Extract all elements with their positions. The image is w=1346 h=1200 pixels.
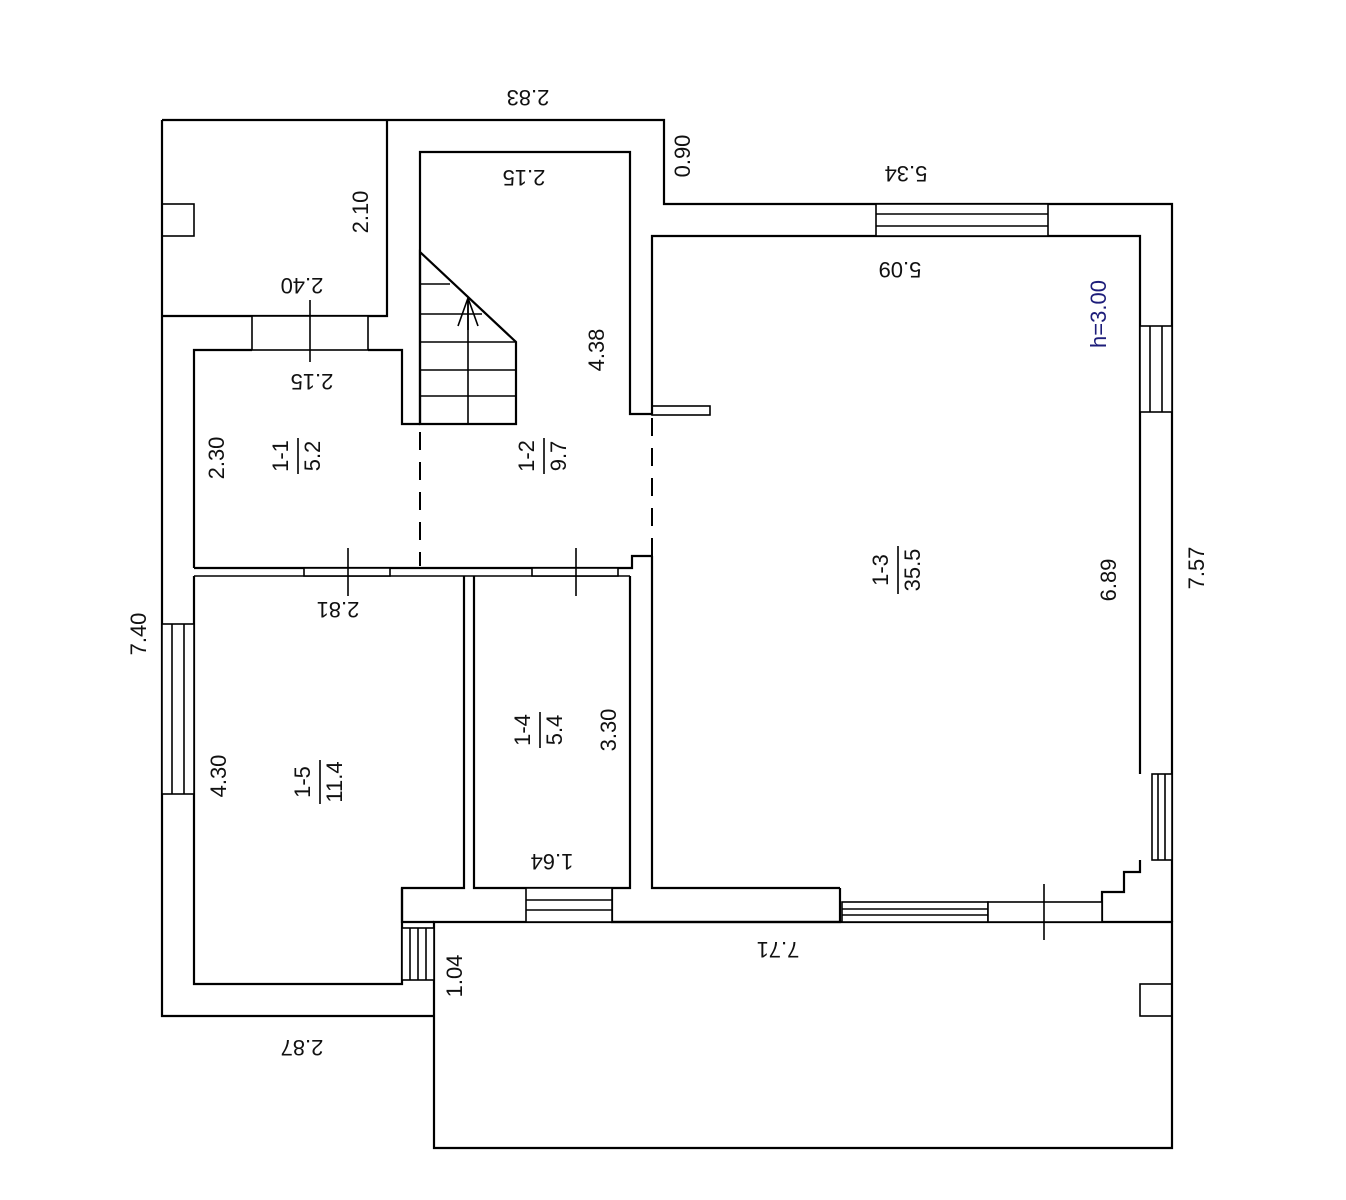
dim-main-inner-height: 6.89	[1096, 559, 1121, 602]
dim-small-room-width: 2.40	[281, 273, 324, 298]
window-right-upper	[1139, 325, 1173, 413]
room-id: 1-1	[268, 440, 293, 472]
room-label-1-5: 1-5 11.4	[290, 760, 347, 804]
dim-hall-height: 2.30	[204, 437, 229, 480]
window-corridor	[401, 927, 435, 981]
mid-horizontal-wall	[194, 554, 652, 570]
outer-wall-top-left	[162, 118, 1174, 922]
open-boundaries	[419, 418, 653, 566]
hall-wall	[192, 348, 420, 568]
dim-main-top-inner: 5.09	[879, 257, 922, 282]
room-id: 1-3	[868, 554, 893, 586]
small-room-wall	[162, 120, 389, 318]
dim-room5-top: 2.81	[317, 597, 360, 622]
bottom-corridor-wall	[400, 888, 842, 924]
window-main-bottom	[841, 901, 989, 923]
stair-room-stub	[651, 405, 711, 416]
staircase	[418, 249, 518, 426]
dim-main-top-outer: 5.34	[885, 161, 928, 186]
chimney-block-bottom	[1139, 983, 1173, 1017]
room-area: 35.5	[900, 549, 925, 592]
dim-bottom-step: 1.04	[442, 955, 467, 998]
doors-mid-wall	[303, 567, 619, 577]
room-label-1-2: 1-2 9.7	[514, 438, 571, 474]
chimney-block-top	[161, 203, 195, 237]
stair-arrow-icon	[457, 295, 479, 330]
room-area: 11.4	[322, 761, 347, 802]
door-main-bottom	[987, 901, 1103, 923]
dim-room4-width: 1.64	[531, 849, 574, 874]
dim-bottom-wide: 7.71	[757, 937, 800, 962]
dim-room4-height: 3.30	[596, 709, 621, 752]
room-label-1-1: 1-1 5.2	[268, 438, 325, 474]
dim-room5-height: 4.30	[206, 755, 231, 798]
dim-stair-top: 2.15	[503, 165, 546, 190]
dim-stair-height: 4.38	[584, 329, 609, 372]
dim-small-room-height: 2.10	[348, 191, 373, 234]
room-area: 9.7	[546, 441, 571, 472]
main-room-inner-wall	[650, 234, 1142, 922]
room-label-1-4: 1-4 5.4	[510, 712, 567, 748]
ceiling-height-note: h=3.00	[1086, 280, 1111, 348]
dim-top-outer: 2.83	[507, 85, 550, 110]
main-room-left-wall	[650, 556, 840, 890]
dim-bottom-left: 2.87	[281, 1035, 324, 1060]
room-area: 5.2	[300, 441, 325, 472]
dim-step-depth: 0.90	[670, 135, 695, 178]
dim-hall-width: 2.15	[291, 369, 334, 394]
dimension-labels: 2.83 0.90 2.15 5.34 5.09 2.10 2.40 2.15 …	[126, 85, 1209, 1060]
stair-outline	[418, 249, 518, 426]
window-room-4-bottom	[525, 887, 613, 923]
room-id: 1-2	[514, 440, 539, 472]
window-left	[161, 623, 195, 795]
dim-right-outer: 7.57	[1184, 547, 1209, 590]
terrace-outline	[432, 920, 1174, 1150]
stair-room-wall	[418, 150, 652, 424]
window-top	[875, 203, 1049, 237]
room-label-1-3: 1-3 35.5	[868, 546, 925, 594]
dim-left-outer: 7.40	[126, 613, 151, 656]
room-id: 1-4	[510, 714, 535, 746]
outer-wall-left	[160, 120, 434, 1018]
room-id: 1-5	[290, 766, 315, 798]
windows	[161, 203, 1173, 981]
dimension-ticks	[309, 300, 1045, 940]
window-right-lower	[1151, 773, 1173, 861]
room-area: 5.4	[542, 715, 567, 746]
